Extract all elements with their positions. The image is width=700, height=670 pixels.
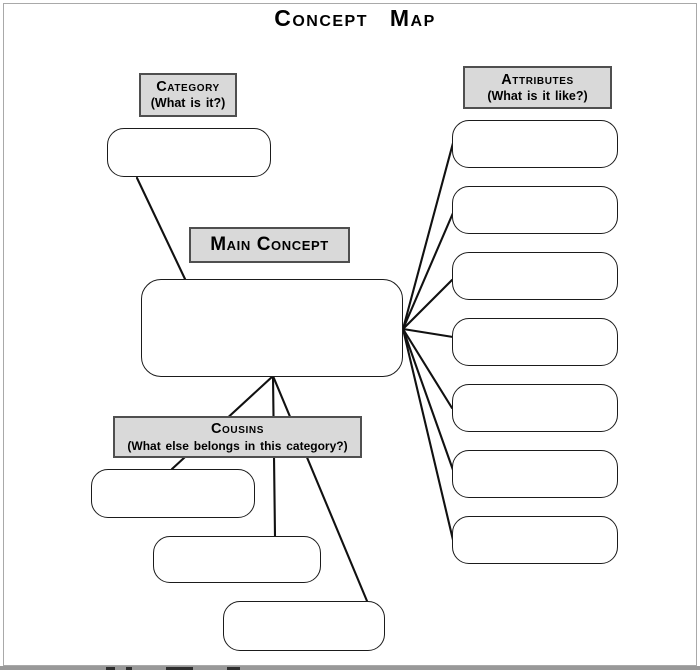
- cropped-glyph-mark: [106, 667, 115, 670]
- attribute-answer-box-4: [452, 318, 618, 366]
- main-concept-label: Main Concept: [189, 227, 350, 263]
- cropped-text-remnant-band: [0, 666, 700, 670]
- connector-attribute-4: [401, 327, 455, 339]
- cousin-answer-box-3: [223, 601, 385, 651]
- cousins-subtitle: (What else belongs in this category?): [127, 438, 348, 453]
- attribute-answer-box-3: [452, 252, 618, 300]
- cousin-answer-box-2: [153, 536, 321, 583]
- category-label: Category (What is it?): [139, 73, 237, 117]
- attribute-answer-box-6: [452, 450, 618, 498]
- main-concept-heading: Main Concept: [210, 234, 329, 256]
- connector-cousin-3: [271, 374, 369, 603]
- attribute-answer-box-7: [452, 516, 618, 564]
- attributes-subtitle: (What is it like?): [487, 88, 588, 103]
- attribute-answer-box-2: [452, 186, 618, 234]
- attribute-answer-box-1: [452, 120, 618, 168]
- connector-attribute-6: [401, 327, 455, 472]
- category-answer-box: [107, 128, 271, 177]
- category-subtitle: (What is it?): [150, 96, 226, 111]
- connector-attribute-1: [401, 141, 455, 331]
- attributes-heading: Attributes: [501, 71, 574, 88]
- main-concept-box: [141, 279, 403, 377]
- cousin-answer-box-1: [91, 469, 255, 518]
- connector-attribute-3: [401, 278, 454, 331]
- cousins-heading: Cousins: [210, 421, 264, 438]
- connector-attribute-5: [401, 327, 454, 410]
- page-title: Concept Map: [274, 5, 436, 31]
- connector-category: [135, 176, 187, 281]
- cousins-label: Cousins (What else belongs in this categ…: [113, 416, 362, 458]
- cropped-glyph-mark: [126, 667, 132, 670]
- attribute-answer-box-5: [452, 384, 618, 432]
- attributes-label: Attributes (What is it like?): [463, 66, 612, 109]
- cropped-glyph-mark: [227, 667, 240, 670]
- connector-attribute-2: [401, 211, 455, 331]
- cropped-glyph-mark: [166, 667, 193, 670]
- category-heading: Category: [156, 79, 220, 96]
- connector-attribute-7: [401, 327, 455, 542]
